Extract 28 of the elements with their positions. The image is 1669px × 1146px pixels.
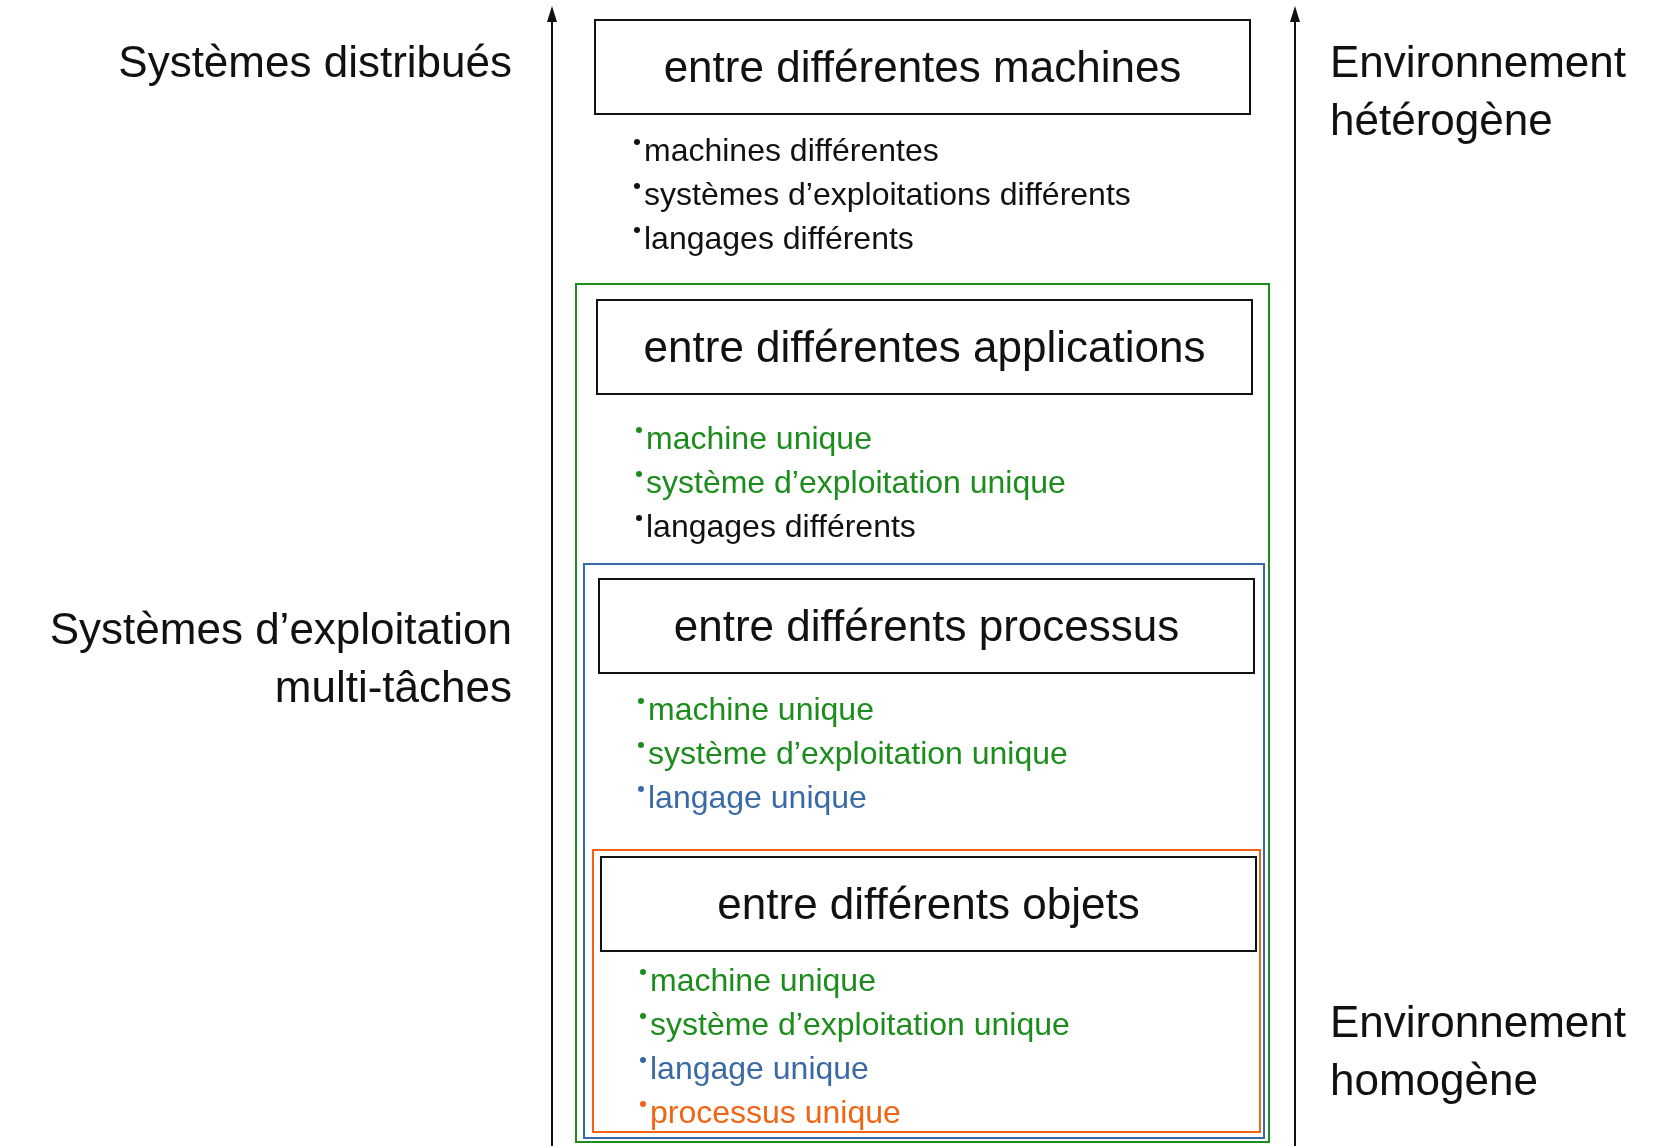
group-frame [575,283,1270,1143]
bullet-item: système d’exploitation unique [634,460,1066,504]
group-frame [592,849,1261,1133]
bullet-item: machine unique [638,958,1070,1002]
axis-label: Systèmes distribués [117,36,512,88]
title-box [598,578,1255,674]
bullet-item: machines différentes [632,128,1131,172]
axis-label: Environnement homogène [1330,996,1627,1106]
bullet-item: langage unique [638,1046,1070,1090]
bullet-item: processus unique [638,1090,1070,1134]
axis-label: Systèmes d’exploitation multi-tâches [48,603,512,713]
bullet-item: système d’exploitation unique [636,731,1068,775]
bullet-item: langages différents [634,504,1066,548]
axis-label: Environnement hétérogène [1330,36,1627,146]
title-box [594,19,1251,115]
bullet-item: systèmes d’exploitations différents [632,172,1131,216]
group-frame [583,563,1265,1139]
box-title: entre différentes machines [663,42,1182,92]
bullet-item: machine unique [636,687,1068,731]
title-box [596,299,1253,395]
bullet-item: langages différents [632,216,1131,260]
bullet-item: langage unique [636,775,1068,819]
box-title: entre différents objets [717,879,1140,929]
box-title: entre différents processus [673,601,1180,651]
title-box [600,856,1257,952]
bullet-item: système d’exploitation unique [638,1002,1070,1046]
box-title: entre différentes applications [643,322,1206,372]
bullet-item: machine unique [634,416,1066,460]
